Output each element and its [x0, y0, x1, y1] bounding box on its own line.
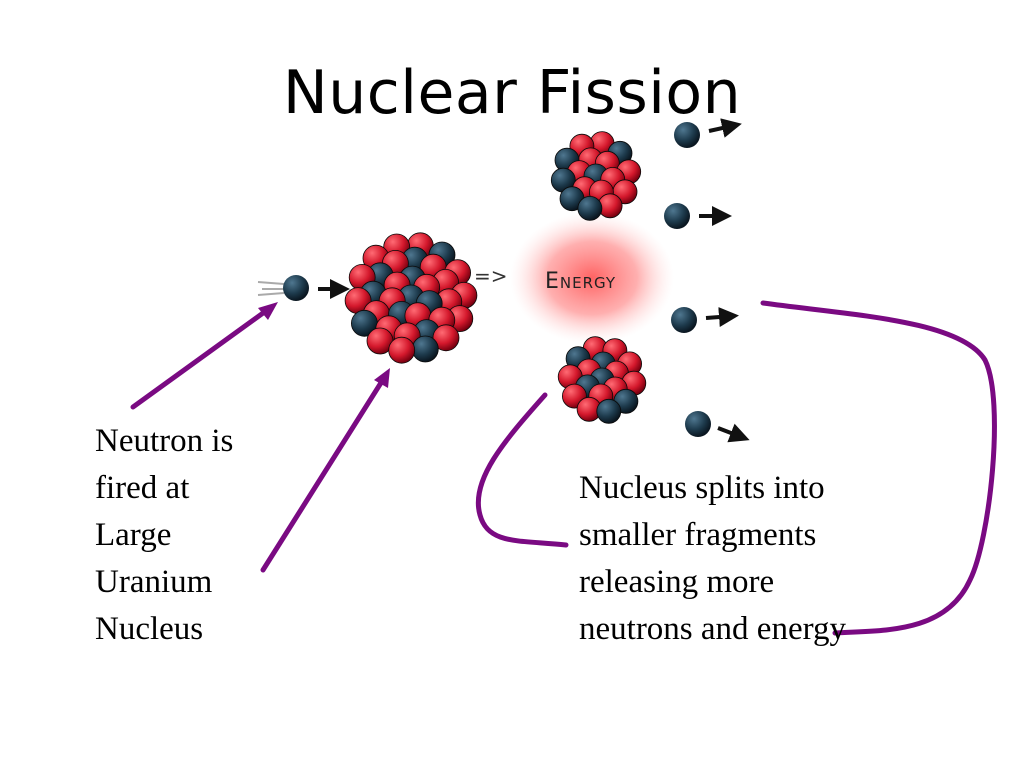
callout-to-nucleus	[260, 375, 387, 573]
callout-to-neutrons	[760, 300, 997, 636]
nucleon	[577, 195, 603, 221]
released-neutron-2	[664, 203, 732, 229]
slide-title: Nuclear Fission	[282, 58, 742, 128]
incoming-neutron	[283, 275, 309, 301]
fragment-nucleus-top	[550, 131, 642, 221]
incoming-neutron-motion-lines	[257, 281, 285, 296]
left-caption-line: fired at	[95, 470, 190, 506]
right-caption-line: Nucleus splits into	[579, 470, 825, 506]
released-neutron-4	[685, 411, 750, 443]
fragment-nucleus-bottom	[557, 336, 647, 424]
callout-to-neutron-head	[258, 302, 278, 320]
left-caption-line: Neutron is	[95, 423, 234, 459]
released-neutron-1	[674, 118, 742, 148]
nucleon	[596, 398, 622, 424]
right-caption-line: releasing more	[579, 564, 775, 600]
right-caption: Nucleus splits into smaller fragments re…	[579, 465, 846, 653]
transition-arrow: =>	[474, 264, 508, 288]
callout-to-fragments	[475, 392, 569, 548]
left-caption-line: Large	[95, 517, 172, 553]
callout-to-nucleus-head	[374, 368, 390, 388]
energy-label: Energy	[545, 269, 616, 294]
right-caption-line: smaller fragments	[579, 517, 817, 553]
nucleon	[411, 335, 439, 363]
callout-to-neutron	[130, 305, 273, 410]
nucleon	[432, 324, 460, 352]
left-caption: Neutron is fired at Large Uranium Nucleu…	[95, 418, 233, 653]
callout-lines	[130, 300, 997, 636]
left-caption-line: Nucleus	[95, 611, 204, 647]
released-neutron-3	[671, 307, 739, 333]
right-caption-line: neutrons and energy	[579, 611, 846, 647]
energy-burst	[510, 212, 674, 344]
left-caption-line: Uranium	[95, 564, 213, 600]
nucleon	[388, 336, 416, 364]
uranium-nucleus	[344, 232, 478, 364]
